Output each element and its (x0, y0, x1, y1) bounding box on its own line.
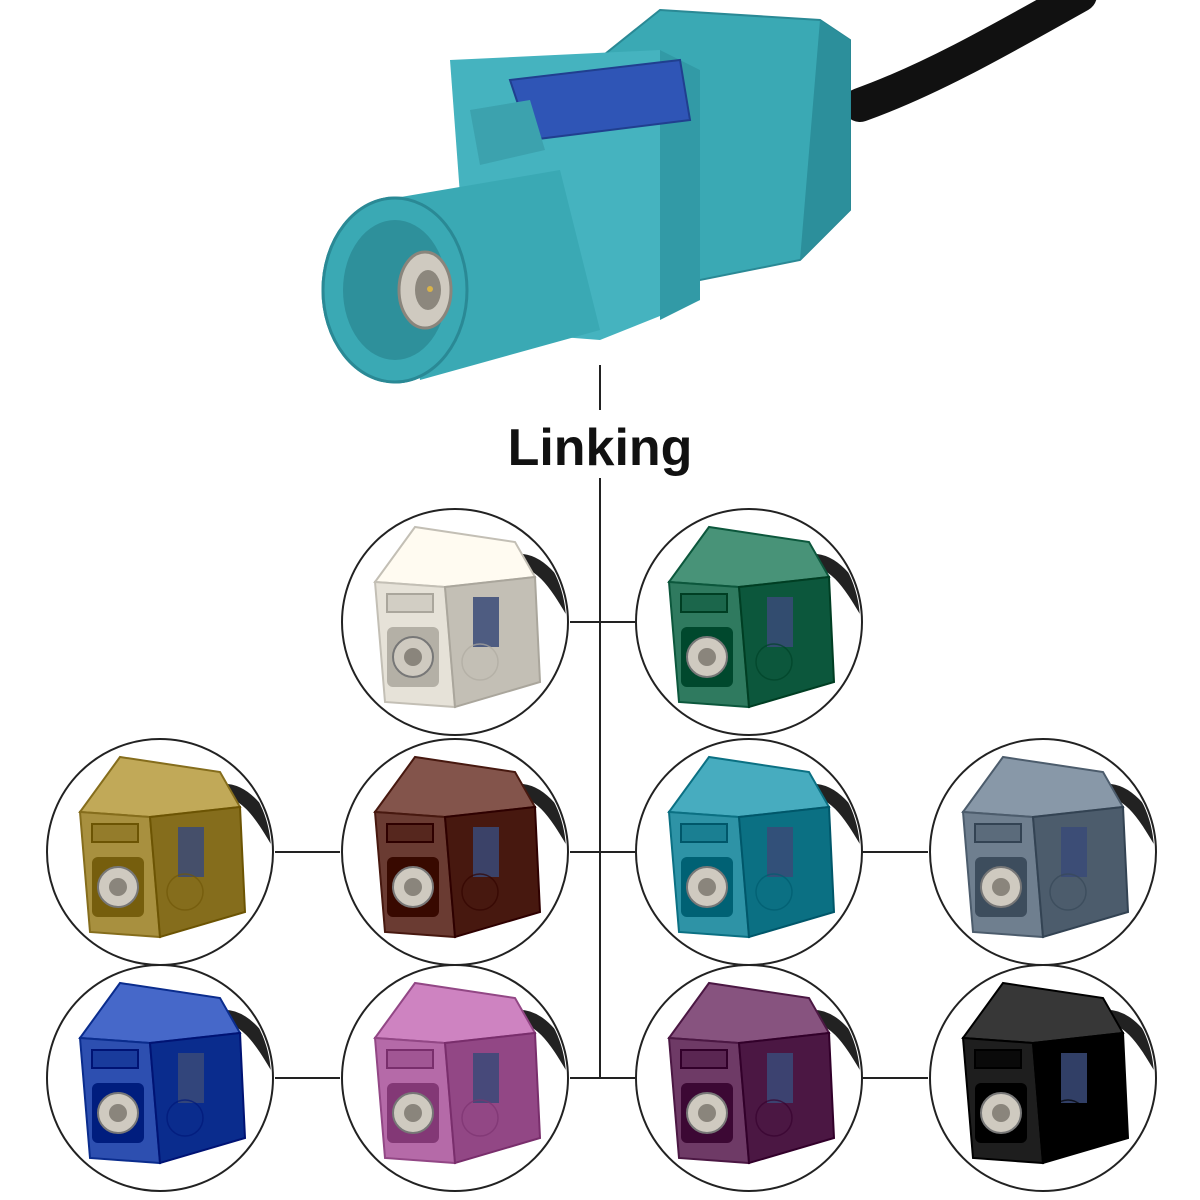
connector-green (635, 508, 863, 736)
connector-black (929, 964, 1157, 1192)
linking-title: Linking (0, 418, 1200, 478)
connector-curry (46, 738, 274, 966)
cable (843, 0, 1097, 122)
connector-grey (929, 738, 1157, 966)
fakra-male-plug (321, 8, 851, 384)
connection-lines (275, 365, 928, 1079)
connector-violet (635, 964, 863, 1192)
title-text: Linking (497, 419, 703, 477)
connector-white (341, 508, 569, 736)
connector-blue (46, 964, 274, 1192)
connector-water-blue (635, 738, 863, 966)
connector-pink (341, 964, 569, 1192)
connector-brown (341, 738, 569, 966)
connector-options (46, 508, 1157, 1192)
